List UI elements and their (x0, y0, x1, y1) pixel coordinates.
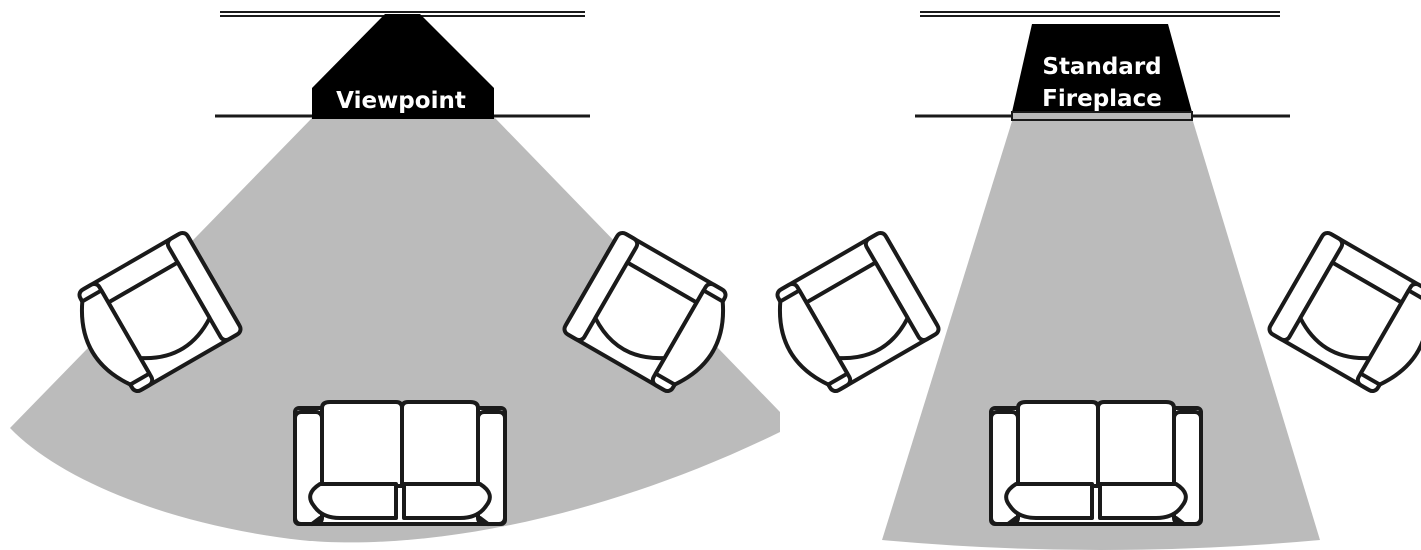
armchair-right (1265, 228, 1421, 396)
loveseat (293, 400, 507, 526)
loveseat (989, 400, 1203, 526)
fireplace-hearth (1011, 111, 1193, 121)
viewpoint-fireplace (312, 14, 494, 119)
armchair-right (560, 228, 730, 396)
armchair-left (773, 228, 943, 396)
standard-fireplace (1012, 24, 1192, 112)
fireplace-label-line-2: Fireplace (1042, 86, 1162, 112)
fireplace-label: Viewpoint (336, 88, 466, 114)
viewing-area-wide (10, 118, 780, 543)
panel-viewpoint: Viewpoint (10, 11, 780, 543)
panel-standard-fireplace: Standard Fireplace (773, 11, 1421, 550)
armchair-left (75, 228, 245, 396)
fireplace-label-line-1: Standard (1042, 54, 1161, 80)
